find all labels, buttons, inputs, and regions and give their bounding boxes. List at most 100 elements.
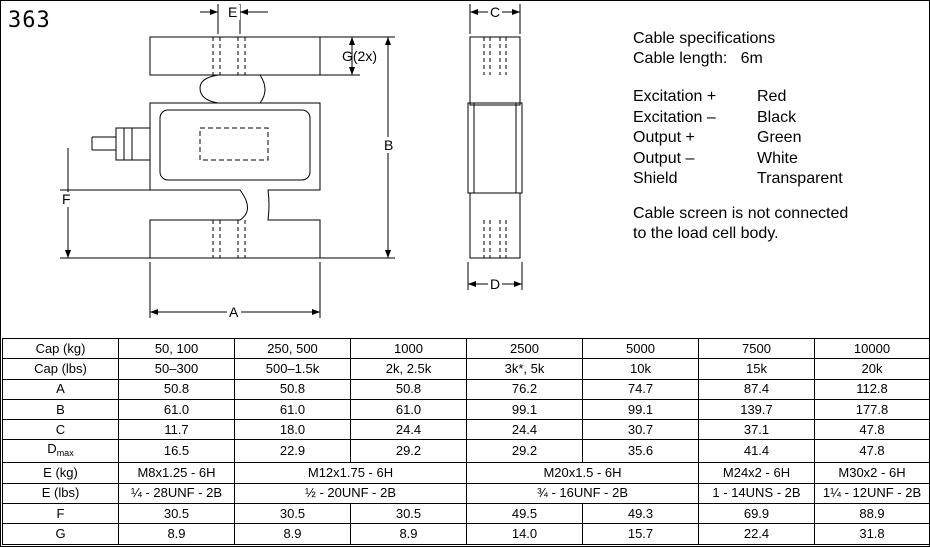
cable-length-value: 6m <box>740 50 763 67</box>
wire-color: Red <box>757 88 787 105</box>
table-cell: 37.1 <box>698 419 815 441</box>
row-label: B <box>2 398 119 421</box>
table-cell: M12x1.75 - 6H <box>234 462 467 484</box>
table-cell: 76.2 <box>466 378 583 400</box>
table-cell: ¼ - 28UNF - 2B <box>118 482 235 505</box>
table-cell: 8.9 <box>350 523 467 545</box>
wire-row: Excitation +Red <box>633 87 848 108</box>
wire-color: White <box>757 149 798 167</box>
table-cell: ¾ - 16UNF - 2B <box>466 482 699 505</box>
table-cell: 30.5 <box>350 503 467 525</box>
center-recess <box>159 109 311 181</box>
table-cell: 49.3 <box>582 503 699 525</box>
table-cell: 2k, 2.5k <box>350 358 467 380</box>
row-label-subscript: max <box>56 448 74 459</box>
table-cell: 1000 <box>350 337 467 360</box>
table-cell: 50.8 <box>118 378 235 400</box>
table-cell: 112.8 <box>814 378 930 400</box>
dim-d-label: D <box>490 276 500 292</box>
cable-note-line: to the load cell body. <box>633 224 779 242</box>
cable-length: Cable length: 6m <box>633 49 848 69</box>
table-cell: 24.4 <box>350 419 467 441</box>
table-cell: 49.5 <box>466 503 583 525</box>
table-cell: 30.5 <box>118 503 235 525</box>
wire-color: Transparent <box>757 170 843 187</box>
row-label: C <box>2 419 119 441</box>
table-cell: 5000 <box>582 337 699 360</box>
table-cell: 61.0 <box>118 398 235 421</box>
row-label: G <box>2 523 119 545</box>
table-cell: 69.9 <box>698 503 815 525</box>
table-cell: 15.7 <box>582 523 699 545</box>
model-number: 363 <box>8 8 51 33</box>
table-cell: 29.2 <box>350 439 467 464</box>
wire-signal: Output + <box>633 129 695 146</box>
load-cell-drawing: E G(2x) B F A C D <box>60 4 523 320</box>
table-cell: 3k*, 5k <box>466 358 583 380</box>
wire-signal: Shield <box>633 170 678 187</box>
table-cell: 35.6 <box>582 439 699 464</box>
cable-gland <box>115 127 151 161</box>
table-cell: 47.8 <box>814 419 930 441</box>
table-cell: 15k <box>698 358 815 380</box>
wire-color: Black <box>757 108 797 126</box>
row-label: Cap (kg) <box>2 337 119 360</box>
side-view-bottom-block <box>469 192 521 259</box>
table-cell: ½ - 20UNF - 2B <box>234 482 467 505</box>
table-cell: 30.5 <box>234 503 351 525</box>
wire-signal: Excitation – <box>633 108 716 126</box>
table-cell: 74.7 <box>582 378 699 400</box>
table-cell: 8.9 <box>118 523 235 545</box>
table-cell: 31.8 <box>814 523 930 545</box>
table-cell: M20x1.5 - 6H <box>466 462 699 484</box>
table-cell: 29.2 <box>466 439 583 464</box>
table-cell: 177.8 <box>814 398 930 421</box>
table-cell: 30.7 <box>582 419 699 441</box>
table-cell: 41.4 <box>698 439 815 464</box>
table-cell: 11.7 <box>118 419 235 441</box>
table-cell: M8x1.25 - 6H <box>118 462 235 484</box>
wire-color: Green <box>757 129 802 146</box>
table-cell: 16.5 <box>118 439 235 464</box>
table-cell: 99.1 <box>582 398 699 421</box>
table-cell: 22.9 <box>234 439 351 464</box>
table-cell: 7500 <box>698 337 815 360</box>
table-cell: 50.8 <box>234 378 351 400</box>
table-cell: 10000 <box>814 337 930 360</box>
cable-note-line: Cable screen is not connected <box>633 204 849 222</box>
table-cell: 24.4 <box>466 419 583 441</box>
wire-row: Excitation – Black <box>633 108 848 129</box>
table-cell: M24x2 - 6H <box>698 462 815 484</box>
table-cell: 8.9 <box>234 523 351 545</box>
table-cell: 139.7 <box>698 398 815 421</box>
dim-c-label: C <box>490 4 500 20</box>
table-cell: 87.4 <box>698 378 815 400</box>
row-label: Dmax <box>2 439 119 464</box>
row-label: Cap (lbs) <box>2 358 119 380</box>
dim-g-label: G(2x) <box>342 48 377 64</box>
side-view-middle-block <box>467 102 523 194</box>
table-cell: 88.9 <box>814 503 930 525</box>
table-cell: 99.1 <box>466 398 583 421</box>
dim-f-label: F <box>62 191 71 207</box>
table-cell: 18.0 <box>234 419 351 441</box>
cable-spec-title: Cable specifications <box>633 30 776 47</box>
thread-hidden-lines-top <box>212 37 246 75</box>
wire-signal: Output – <box>633 149 695 167</box>
table-cell: 22.4 <box>698 523 815 545</box>
cable-specifications: Cable specifications Cable length: 6m Ex… <box>633 29 848 244</box>
table-cell: 61.0 <box>234 398 351 421</box>
table-cell: 14.0 <box>466 523 583 545</box>
cable-length-label: Cable length: <box>633 50 728 67</box>
wire-row: Output + Green <box>633 128 848 149</box>
